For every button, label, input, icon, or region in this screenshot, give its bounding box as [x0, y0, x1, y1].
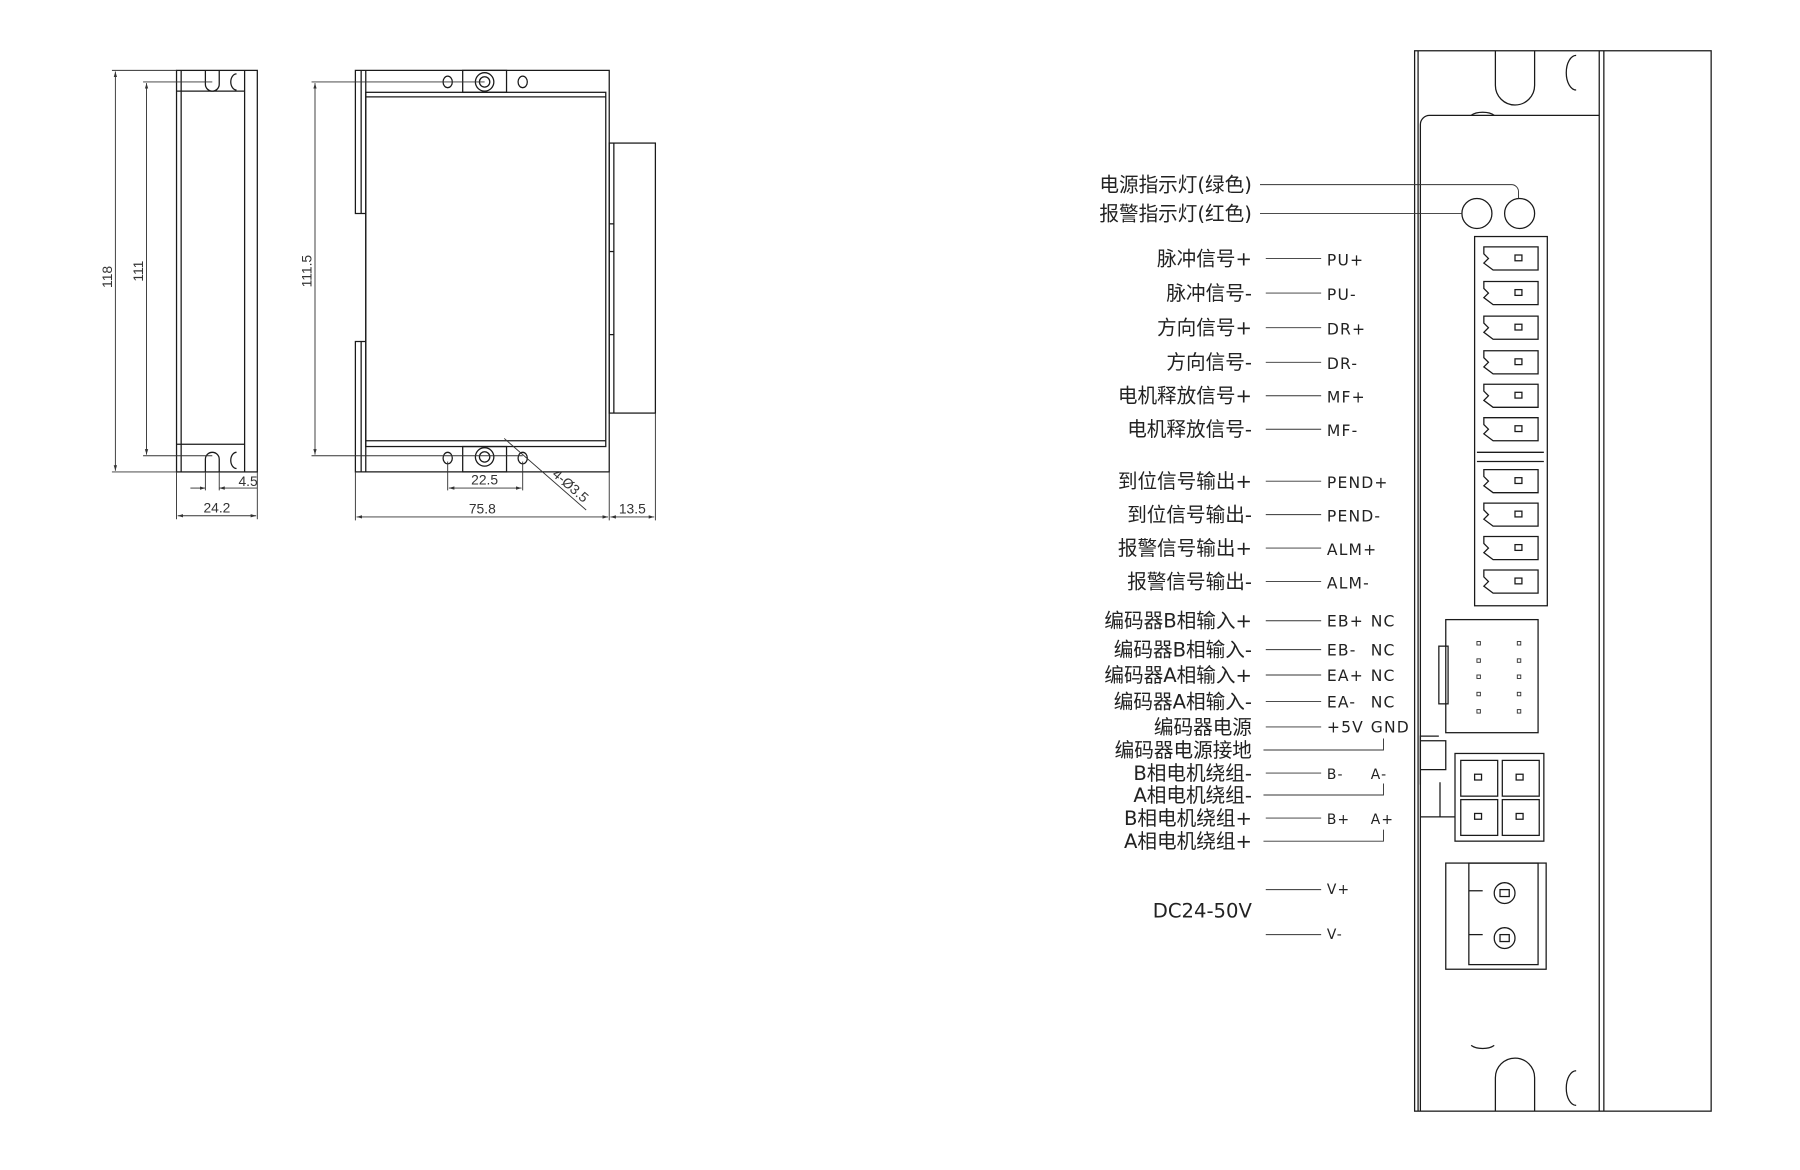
terminal-pin: [1482, 569, 1539, 594]
pin-alt-code: A+: [1371, 812, 1394, 828]
encoder-motor-label: 编码器B相输入-: [1114, 639, 1252, 662]
pin-code: +5V: [1327, 719, 1364, 737]
pin-code: B+: [1327, 812, 1350, 828]
alarm-indicator-label: 报警指示灯(红色): [1099, 202, 1252, 225]
terminal-pin: [1482, 350, 1539, 375]
signal-code: PEND+: [1327, 474, 1389, 492]
pin-code: EB+: [1327, 613, 1364, 631]
dim-75-8: 75.8: [469, 500, 496, 516]
encoder-motor-label: 编码器电源接地: [1115, 739, 1252, 762]
pin-code: EA+: [1327, 667, 1364, 685]
pin-alt-code: NC: [1371, 613, 1396, 631]
terminal-pin: [1482, 535, 1539, 561]
power-indicator-label: 电源指示灯(绿色): [1099, 174, 1252, 197]
alarm-led-indicator: [1461, 197, 1493, 230]
signal-code: DR+: [1327, 321, 1366, 339]
pin-alt-code: NC: [1371, 667, 1396, 685]
encoder-motor-label: 编码器电源: [1154, 716, 1252, 739]
terminal-pin: [1482, 383, 1539, 408]
encoder-motor-label: A相电机绕组+: [1124, 830, 1252, 853]
terminal-pin: [1482, 246, 1539, 271]
dim-111-5: 111.5: [299, 255, 315, 288]
signal-label: 报警信号输出+: [1118, 537, 1252, 560]
dim-111: 111: [130, 260, 146, 281]
terminal-pin: [1482, 417, 1539, 442]
terminal-pin: [1482, 502, 1539, 527]
dim-13-5: 13.5: [619, 500, 646, 516]
encoder-motor-label: A相电机绕组-: [1133, 784, 1252, 807]
signal-code: PEND-: [1327, 508, 1381, 526]
pin-alt-code: GND: [1371, 719, 1410, 737]
signal-code: DR-: [1327, 355, 1358, 373]
signal-label: 到位信号输出-: [1127, 504, 1252, 527]
power-plus-code: V+: [1327, 882, 1350, 898]
encoder-motor-label: B相电机绕组-: [1133, 762, 1252, 785]
pin-alt-code: A-: [1371, 767, 1387, 783]
pinout-labels: 电源指示灯(绿色) 报警指示灯(红色) 脉冲信号+ PU+ 脉冲信号- PU- 方向信号+ D…: [1099, 174, 1519, 943]
encoder-connector: [1476, 641, 1522, 714]
signal-label: 报警信号输出-: [1127, 570, 1252, 593]
terminal-pin: [1482, 468, 1539, 494]
signal-code: PU-: [1327, 286, 1357, 304]
signal-label: 方向信号+: [1157, 317, 1252, 340]
signal-label: 方向信号-: [1166, 351, 1252, 374]
signal-label: 脉冲信号-: [1166, 282, 1252, 305]
signal-terminal-block: [1482, 246, 1539, 594]
side-view: 118 111 24.2 4.5: [99, 69, 258, 520]
signal-code: ALM-: [1327, 574, 1370, 592]
front-view: 111.5 22.5 4-Ø3.5 75.8 13.5: [299, 69, 657, 521]
encoder-motor-label: 编码器B相输入+: [1104, 610, 1252, 633]
signal-code: MF-: [1327, 422, 1358, 440]
signal-code: MF+: [1327, 389, 1366, 407]
pin-code: EA-: [1327, 693, 1356, 711]
pin-code: EB-: [1327, 641, 1357, 659]
pin-alt-code: NC: [1371, 641, 1396, 659]
signal-code: PU+: [1327, 251, 1364, 269]
power-minus-code: V-: [1327, 927, 1343, 943]
encoder-motor-label: 编码器A相输入-: [1114, 690, 1252, 713]
signal-label: 电机释放信号+: [1118, 385, 1252, 408]
signal-code: ALM+: [1327, 541, 1377, 559]
power-led-indicator: [1503, 197, 1536, 230]
pin-code: B-: [1327, 767, 1344, 783]
power-supply-label: DC24-50V: [1153, 899, 1253, 922]
terminal-pin: [1482, 315, 1539, 340]
dim-118: 118: [99, 266, 115, 288]
terminal-pin: [1482, 280, 1539, 306]
encoder-motor-label: B相电机绕组+: [1124, 807, 1252, 830]
signal-label: 到位信号输出+: [1118, 470, 1252, 493]
signal-label: 脉冲信号+: [1157, 247, 1252, 270]
encoder-motor-label: 编码器A相输入+: [1104, 664, 1252, 687]
signal-label: 电机释放信号-: [1127, 418, 1252, 441]
dim-4-5: 4.5: [238, 473, 258, 489]
dim-22-5: 22.5: [471, 472, 498, 488]
panel-view: [1413, 50, 1712, 1112]
pin-alt-code: NC: [1371, 693, 1396, 711]
dim-24-2: 24.2: [203, 499, 230, 515]
